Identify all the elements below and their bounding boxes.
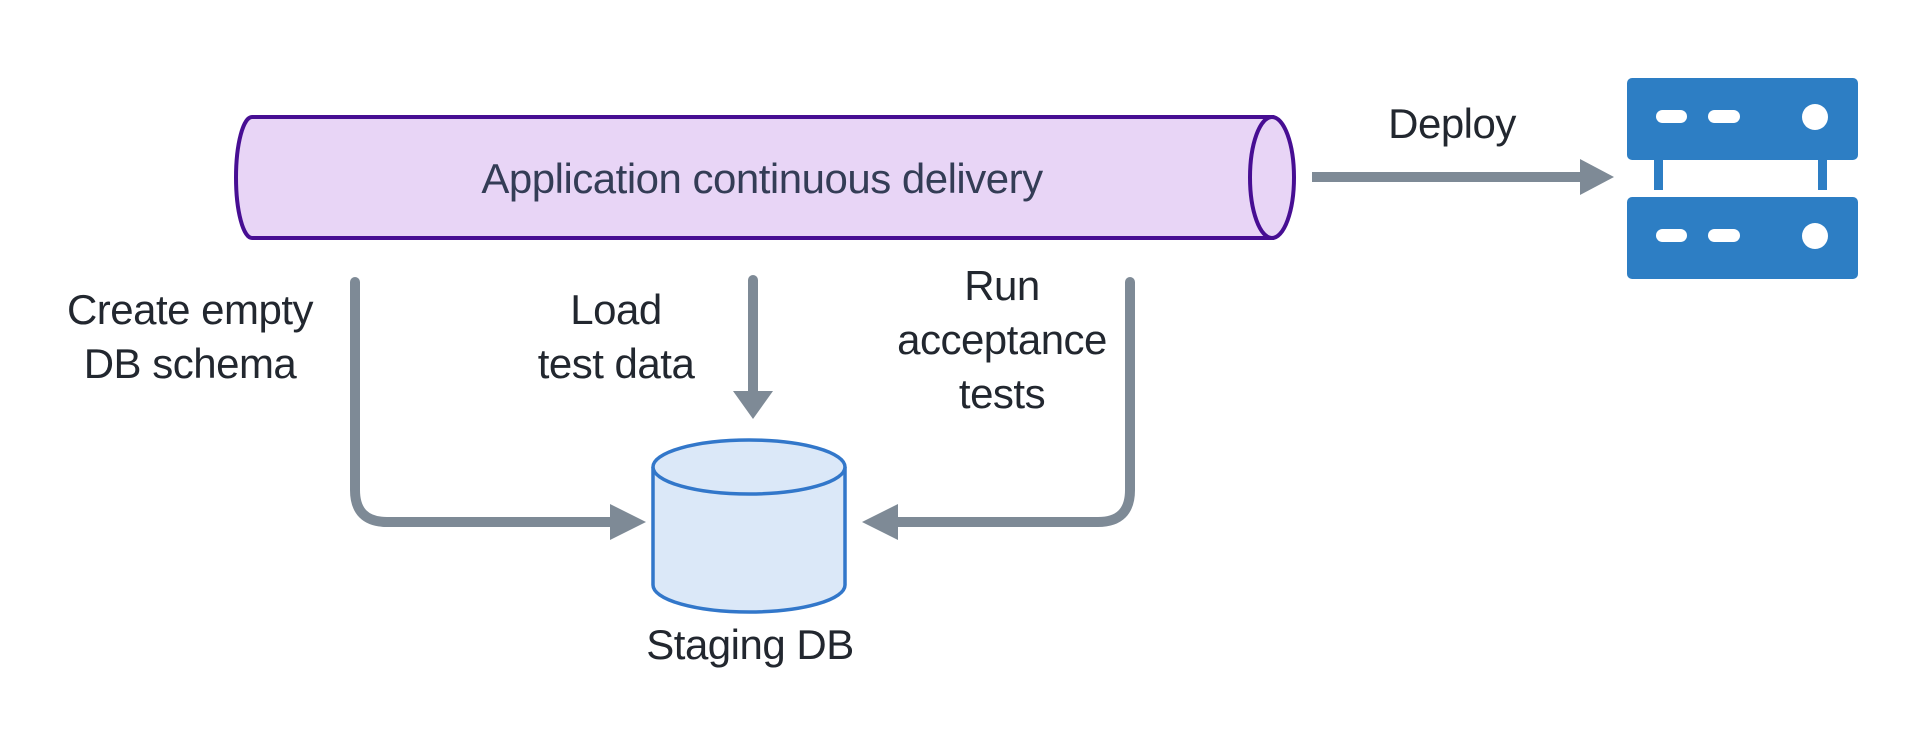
flow-arrowhead-run-acceptance	[862, 504, 898, 540]
flow-arrow-run-acceptance	[893, 277, 1135, 527]
deploy-label: Deploy	[1388, 100, 1516, 147]
flow-label-line: Run	[964, 262, 1040, 309]
server-led-dash	[1708, 110, 1740, 123]
pipeline-label: Application continuous delivery	[481, 155, 1043, 202]
flow-label-line: tests	[958, 370, 1046, 417]
flow-label-line: acceptance	[897, 316, 1107, 363]
staging-db-cylinder-body	[651, 467, 847, 614]
server-leg-right	[1818, 160, 1827, 190]
flow-label-line: Create empty	[66, 286, 314, 333]
flow-label-load-data: Load test data	[538, 283, 695, 391]
flow-label-line: test data	[537, 340, 695, 387]
server-led-dash	[1656, 110, 1687, 123]
flow-label-create-schema: Create empty DB schema	[66, 283, 314, 391]
flow-label-line: Load	[570, 286, 662, 333]
deploy-arrowhead	[1580, 159, 1614, 195]
server-rack-icon	[1627, 78, 1858, 279]
staging-db-label: Staging DB	[646, 621, 854, 668]
pipeline-cylinder-end-cap	[1248, 115, 1296, 240]
server-unit-top	[1627, 78, 1858, 160]
server-leg-left	[1654, 160, 1663, 190]
server-power-dot	[1802, 104, 1828, 130]
server-led-dash	[1708, 229, 1740, 242]
server-unit-bottom	[1627, 197, 1858, 279]
server-led-dash	[1656, 229, 1687, 242]
server-power-dot	[1802, 223, 1828, 249]
flow-arrowhead-load-data	[733, 391, 773, 419]
staging-db-cylinder-top	[651, 438, 847, 496]
flow-label-run-acceptance: Run acceptance tests	[897, 259, 1107, 421]
database-cylinder-icon	[651, 438, 847, 614]
flow-label-line: DB schema	[83, 340, 297, 387]
flow-arrowhead-create-schema	[610, 504, 646, 540]
pipeline-cylinder	[234, 115, 1274, 240]
flow-arrow-create-schema	[350, 277, 615, 527]
